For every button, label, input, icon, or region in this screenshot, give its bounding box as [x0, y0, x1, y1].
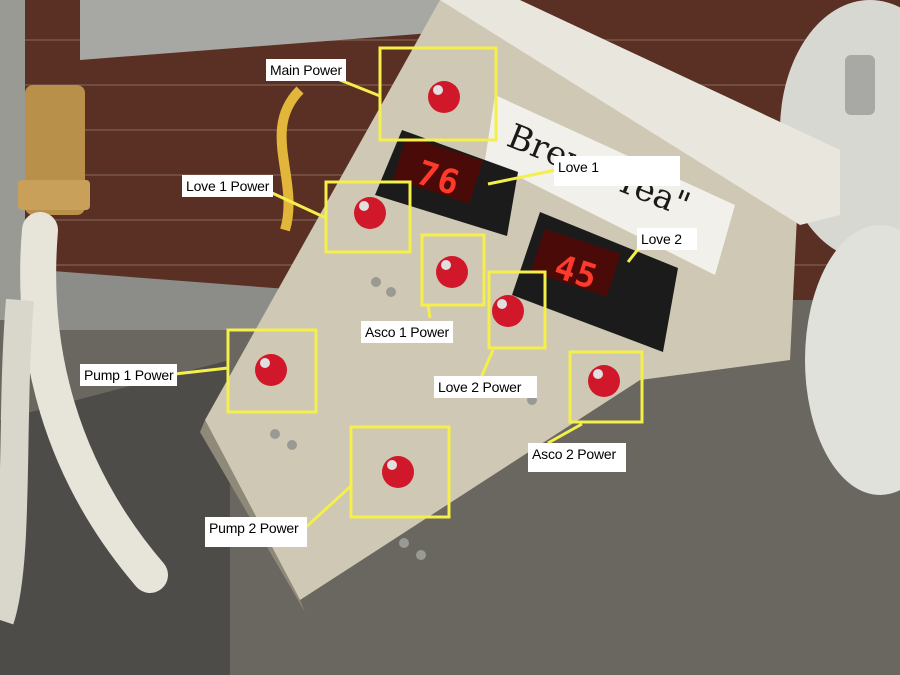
- love1-leader: [487, 168, 557, 186]
- main-power-button-cap: [433, 85, 443, 95]
- label-asco1-power: Asco 1 Power: [361, 321, 453, 343]
- propane-valve: [845, 55, 875, 115]
- asco1-power-button-cap: [441, 260, 451, 270]
- panel-top-lid: [440, 0, 840, 225]
- asco1-power-leader: [426, 304, 432, 319]
- pump2-power-button-cap: [387, 460, 397, 470]
- main-power-leader: [334, 76, 381, 98]
- pump1-power-button-cap: [260, 358, 270, 368]
- propane-tank-lower: [805, 225, 900, 495]
- white-hose: [20, 212, 168, 593]
- pump1-power-box: [226, 328, 318, 414]
- red-buttons: [255, 81, 620, 488]
- highlight-boxes: [226, 46, 644, 519]
- label-love2: Love 2: [637, 228, 697, 250]
- asco1-power-button[interactable]: [436, 256, 468, 288]
- pump2-power-button[interactable]: [382, 456, 414, 488]
- panel-edge-shadow: [200, 420, 305, 612]
- main-power-button[interactable]: [428, 81, 460, 113]
- label-pump2-power: Pump 2 Power: [205, 517, 307, 547]
- asco2-power-button[interactable]: [588, 365, 620, 397]
- love2-power-leader: [478, 349, 495, 381]
- main-power-box: [378, 46, 498, 142]
- leader-lines: [165, 76, 645, 530]
- steel-rail-top: [80, 0, 470, 60]
- asco1-power-box: [420, 233, 486, 307]
- love1-power-button[interactable]: [354, 197, 386, 229]
- love1-power-button-cap: [359, 201, 369, 211]
- asco2-power-box: [568, 350, 644, 424]
- asco2-power-leader: [547, 422, 583, 445]
- label-love1: Love 1: [554, 156, 680, 186]
- yellow-gas-hose: [276, 86, 304, 232]
- steel-rail-bottom: [40, 270, 300, 330]
- label-pump1-power: Pump 1 Power: [80, 364, 178, 386]
- love2-power-box: [487, 270, 547, 350]
- label-asco2-power: Asco 2 Power: [528, 443, 626, 472]
- pump2-power-box: [349, 425, 451, 519]
- controller-love2-screen: [530, 229, 621, 297]
- love2-power-button-cap: [497, 299, 507, 309]
- label-love2-power: Love 2 Power: [434, 376, 537, 398]
- label-love1-power: Love 1 Power: [182, 175, 274, 197]
- white-hose-shadow: [0, 298, 34, 625]
- pump2-power-leader: [303, 483, 354, 530]
- pump1-power-button[interactable]: [255, 354, 287, 386]
- asco2-power-button-cap: [593, 369, 603, 379]
- love1-power-leader: [269, 190, 327, 220]
- controller-love1-screen: [392, 136, 483, 204]
- label-main-power: Main Power: [266, 59, 346, 81]
- love2-power-button[interactable]: [492, 295, 524, 327]
- brass-fitting-collar: [18, 180, 90, 210]
